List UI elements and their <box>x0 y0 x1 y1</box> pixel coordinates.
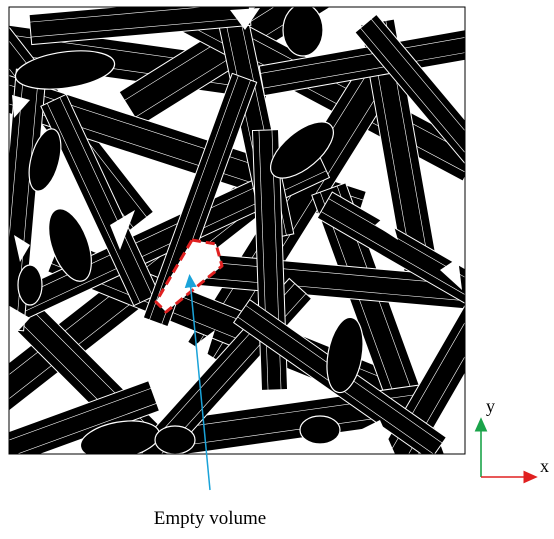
void-region <box>110 210 135 250</box>
fiber-rod <box>9 380 161 454</box>
fiber-bundle <box>9 7 465 454</box>
fiber-facet-line <box>328 198 465 309</box>
fiber-end-ellipse <box>282 7 324 57</box>
fiber-end-ellipse <box>326 316 364 394</box>
void-region <box>14 235 30 262</box>
fiber-end-ellipse <box>299 415 341 445</box>
fiber-facet-line <box>169 274 465 302</box>
void-region <box>395 8 440 30</box>
fiber-rod <box>354 13 465 187</box>
fiber-facet-line <box>263 46 465 89</box>
panel-border <box>8 6 466 455</box>
fiber-cross-sections <box>14 7 364 454</box>
void-region <box>12 95 30 118</box>
fiber-facet-line <box>9 69 25 329</box>
fiber-rod <box>142 72 258 328</box>
fiber-rod <box>87 277 313 454</box>
fiber-facet-line <box>46 103 141 303</box>
fiber-end-ellipse <box>48 208 92 282</box>
fiber-facet-line <box>9 387 152 454</box>
y-axis-label: y <box>486 396 495 416</box>
void-region <box>375 212 398 240</box>
x-axis-label: x <box>540 456 549 476</box>
fiber-facet-line <box>149 75 239 321</box>
void-region <box>340 420 395 454</box>
fiber-rod <box>364 304 465 454</box>
void-region <box>230 8 260 30</box>
fiber-facet-line <box>320 211 465 322</box>
fiber-facet-line <box>370 18 465 173</box>
coordinate-axes: y x <box>474 396 549 484</box>
void-region <box>440 258 462 290</box>
void-regions <box>9 8 462 454</box>
fiber-end-ellipse <box>28 128 62 192</box>
fiber-facet-line <box>9 403 157 454</box>
fiber-end-ellipse <box>14 50 116 90</box>
fiber-end-ellipse <box>17 264 43 306</box>
empty-volume-pointer-arrow <box>184 274 211 491</box>
fiber-rod <box>40 93 160 307</box>
fiber-facet-line <box>31 17 251 38</box>
fiber-rod <box>316 191 465 329</box>
fiber-end-ellipse <box>154 425 196 454</box>
void-region <box>9 305 30 340</box>
empty-volume-label: Empty volume <box>154 508 266 529</box>
fiber-facet-line <box>360 27 465 182</box>
void-region <box>195 330 215 362</box>
fiber-facet-line <box>258 130 269 391</box>
fiber-facet-line <box>29 7 249 23</box>
microstructure-panel <box>9 7 465 454</box>
fiber-end-ellipse <box>270 121 334 179</box>
fiber-facet-line <box>59 97 154 297</box>
fiber-facet-line <box>387 317 465 454</box>
